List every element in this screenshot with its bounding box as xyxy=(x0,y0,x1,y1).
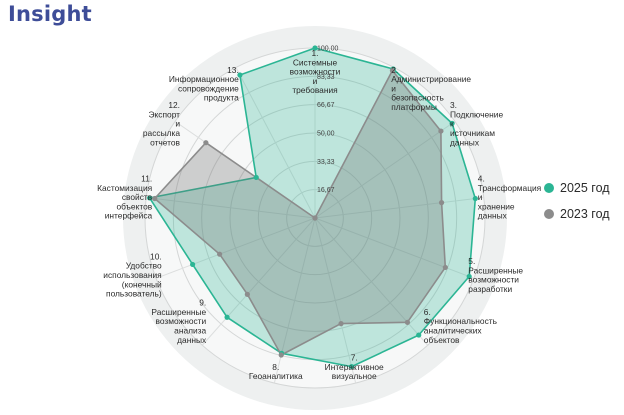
legend-label-2025: 2025 год xyxy=(560,181,610,195)
grid-spoke xyxy=(155,217,316,279)
grid-spoke xyxy=(314,217,357,384)
grid-spoke xyxy=(146,197,316,219)
legend-swatch-2025 xyxy=(544,183,554,193)
series-point-0 xyxy=(147,195,153,201)
legend-swatch-2023 xyxy=(544,209,554,219)
chart-series xyxy=(147,45,478,370)
tick-label: 50,00 xyxy=(317,131,335,138)
series-area-0 xyxy=(148,47,477,368)
grid-spoke xyxy=(235,67,316,219)
series-point-0 xyxy=(472,195,478,202)
series-point-1 xyxy=(278,352,284,358)
series-point-1 xyxy=(152,195,158,202)
legend-item-2023: 2023 год xyxy=(544,207,610,221)
series-point-1 xyxy=(442,264,448,271)
series-point-1 xyxy=(438,200,445,206)
grid-spoke xyxy=(314,121,456,219)
series-point-0 xyxy=(312,45,318,51)
series-point-1 xyxy=(404,319,411,325)
series-point-0 xyxy=(466,273,472,280)
series-point-1 xyxy=(312,215,318,221)
series-point-0 xyxy=(449,120,455,126)
axis-label-8: 8.Геоаналитика xyxy=(249,362,303,381)
grid-spoke xyxy=(201,217,316,346)
series-point-1 xyxy=(217,251,223,257)
legend-item-2025: 2025 год xyxy=(544,181,610,195)
series-point-0 xyxy=(224,314,230,320)
page-title: Insight xyxy=(8,2,92,26)
series-point-0 xyxy=(237,72,243,78)
series-point-1 xyxy=(338,321,344,327)
series-point-1 xyxy=(203,140,209,146)
chart-ticks: 16,67 33,33 50,00 66,67 83,33 100,00 xyxy=(317,46,339,195)
tick-label: 16,67 xyxy=(317,187,335,194)
series-point-1 xyxy=(438,128,444,134)
series-point-0 xyxy=(416,332,422,338)
series-point-1 xyxy=(244,291,250,297)
grid-spoke xyxy=(314,197,484,219)
tick-label: 83,33 xyxy=(317,74,335,81)
series-point-1 xyxy=(389,67,396,74)
tick-label: 33,33 xyxy=(317,159,335,166)
series-point-0 xyxy=(253,174,259,181)
series-point-0 xyxy=(190,261,196,268)
tick-label: 66,67 xyxy=(317,102,335,109)
series-point-0 xyxy=(349,363,355,370)
legend-label-2023: 2023 год xyxy=(560,207,610,221)
tick-label: 100,00 xyxy=(317,46,339,53)
